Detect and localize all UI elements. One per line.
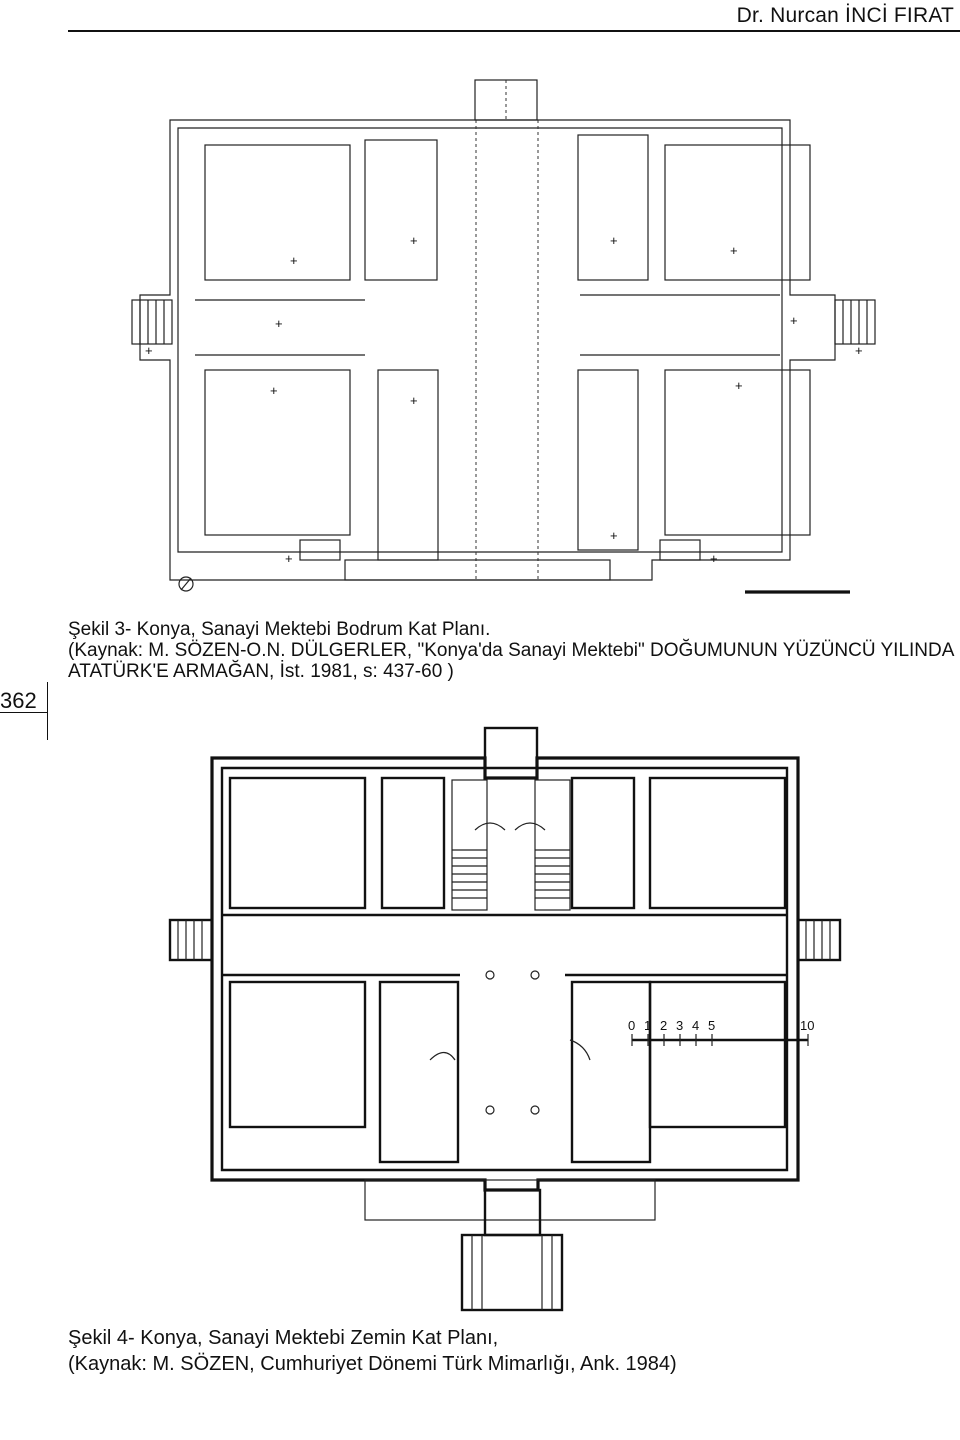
- svg-text:+: +: [410, 393, 418, 408]
- figure3-caption-line: Şekil 3- Konya, Sanayi Mektebi Bodrum Ka…: [68, 619, 491, 640]
- page-number-rule: [0, 712, 48, 713]
- page-number-vertical-rule: [47, 682, 48, 740]
- header-author: Dr. Nurcan İNCİ FIRAT: [736, 4, 954, 27]
- figure4-caption: Şekil 4- Konya, Sanayi Mektebi Zemin Kat…: [68, 1325, 677, 1377]
- figure4-caption-line: (Kaynak: M. SÖZEN, Cumhuriyet Dönemi Tür…: [68, 1353, 677, 1375]
- svg-text:+: +: [270, 383, 278, 398]
- header-rule: [68, 30, 960, 32]
- ground-floor-plan: 0 1 2 3 4 5 10: [168, 726, 842, 1312]
- svg-text:+: +: [610, 528, 618, 543]
- svg-text:+: +: [730, 243, 738, 258]
- page-number: 362: [0, 688, 37, 713]
- scale-label: 5: [708, 1018, 715, 1033]
- scale-label: 3: [676, 1018, 683, 1033]
- svg-text:+: +: [410, 233, 418, 248]
- svg-text:+: +: [290, 253, 298, 268]
- figure4-caption-line: Şekil 4- Konya, Sanayi Mektebi Zemin Kat…: [68, 1327, 499, 1349]
- svg-text:+: +: [790, 313, 798, 328]
- scale-label: 1: [644, 1018, 651, 1033]
- figure3-caption-line: ATATÜRK'E ARMAĞAN, İst. 1981, s: 437-60 …: [68, 661, 454, 682]
- scale-label: 4: [692, 1018, 699, 1033]
- figure3-caption-line: (Kaynak: M. SÖZEN-O.N. DÜLGERLER, "Konya…: [68, 640, 955, 661]
- scale-label: 2: [660, 1018, 667, 1033]
- svg-text:+: +: [710, 551, 718, 566]
- svg-text:+: +: [735, 378, 743, 393]
- svg-text:+: +: [855, 343, 863, 358]
- scale-label: 0: [628, 1018, 635, 1033]
- scale-label: 10: [800, 1018, 814, 1033]
- svg-text:+: +: [275, 316, 283, 331]
- basement-floor-plan: + + + + + + + + + + + + + +: [131, 79, 876, 594]
- svg-text:+: +: [145, 343, 153, 358]
- svg-text:+: +: [285, 551, 293, 566]
- figure3-caption: Şekil 3- Konya, Sanayi Mektebi Bodrum Ka…: [68, 619, 954, 682]
- svg-text:+: +: [610, 233, 618, 248]
